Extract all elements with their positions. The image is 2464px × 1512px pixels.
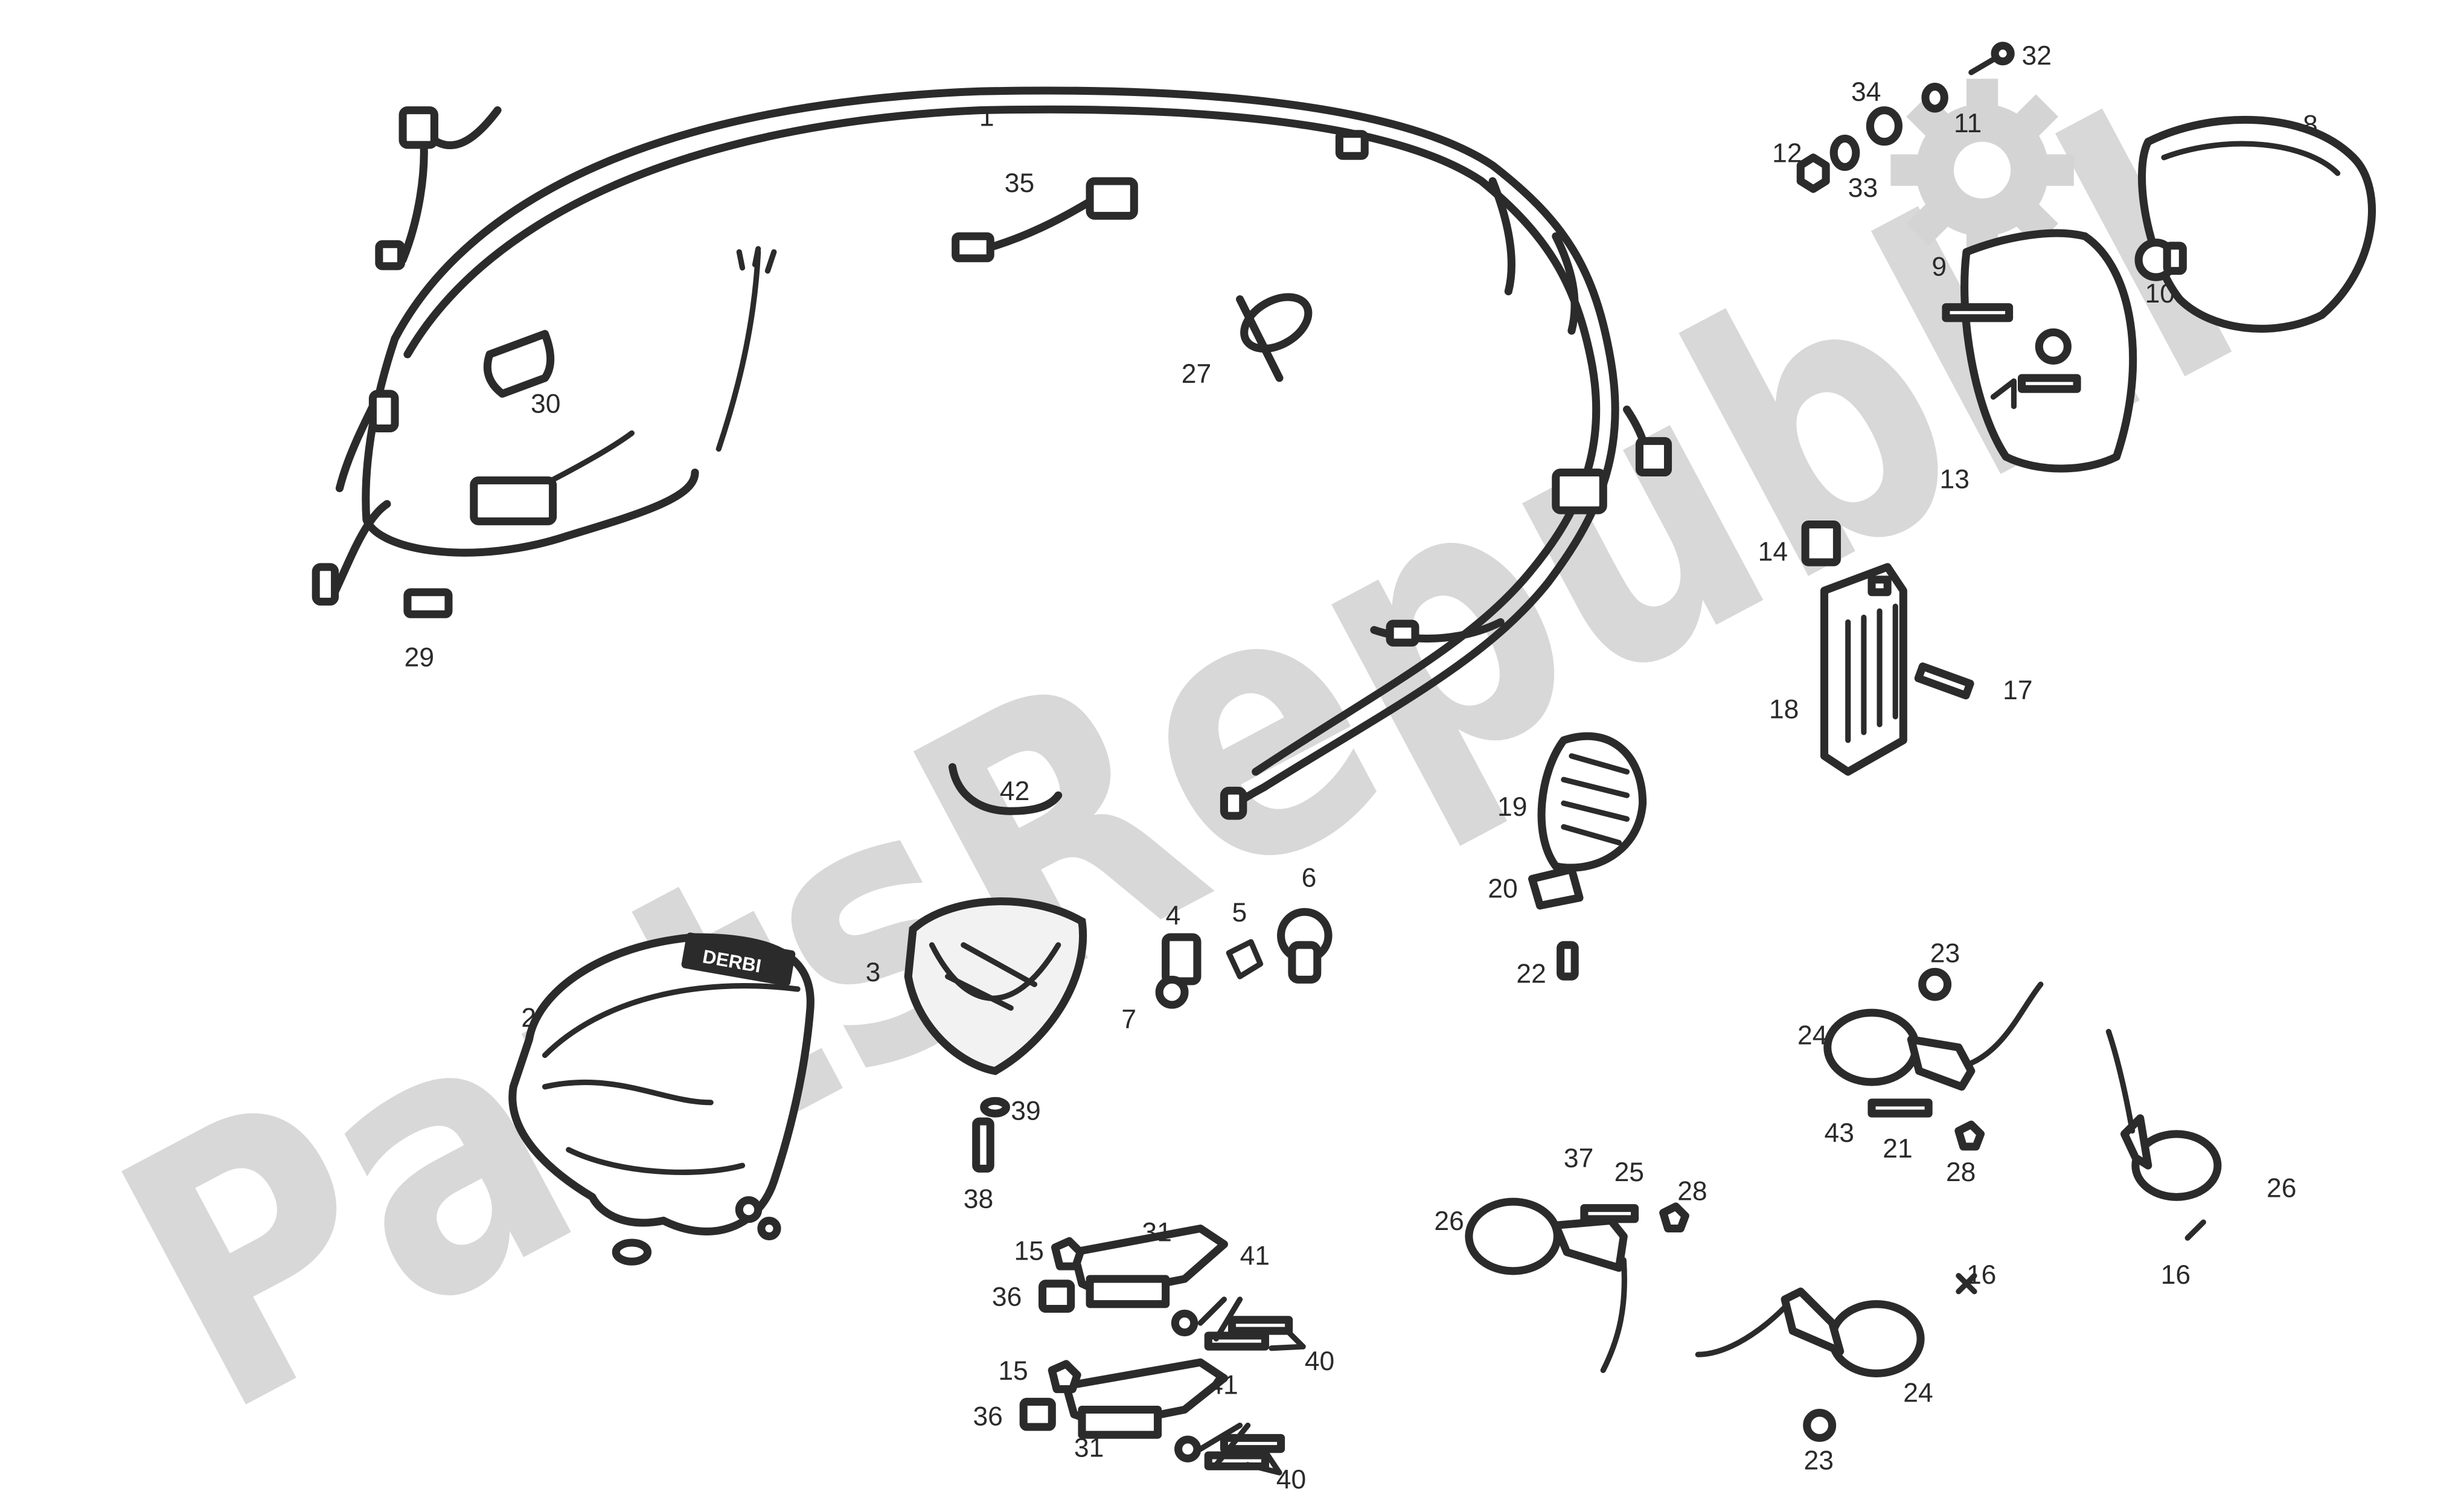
callout-40a: 40: [1305, 1347, 1334, 1376]
cable-tie-part: [1236, 293, 1313, 382]
callout-39: 39: [1011, 1097, 1040, 1126]
callout-16a: 16: [1966, 1260, 1996, 1290]
headlight-fairing-part: DERBI: [508, 932, 814, 1266]
callout-40b: 40: [1276, 1465, 1306, 1494]
callout-21: 21: [1883, 1134, 1912, 1164]
bulb-holder-part: [1155, 933, 1202, 1009]
callout-6: 6: [1302, 863, 1317, 893]
callout-24a: 24: [1797, 1020, 1827, 1050]
callout-37: 37: [1564, 1144, 1593, 1173]
callout-41a: 41: [1240, 1241, 1270, 1271]
tail-bulb-part: [2134, 239, 2187, 281]
mount-bracket-upper-part: [1070, 1224, 1228, 1309]
callout-15b: 15: [998, 1356, 1028, 1386]
callout-34: 34: [1851, 77, 1881, 107]
callout-4: 4: [1166, 901, 1181, 931]
callout-24b: 24: [1903, 1378, 1933, 1408]
callout-23a: 23: [1930, 939, 1960, 969]
callout-17: 17: [2003, 676, 2032, 705]
rubber-boot-part: [483, 330, 555, 398]
callout-35: 35: [1005, 168, 1034, 198]
callout-41b: 41: [1208, 1370, 1238, 1400]
callout-7: 7: [1121, 1005, 1136, 1034]
callout-36a: 36: [992, 1282, 1022, 1312]
callout-31b: 31: [1074, 1434, 1104, 1463]
nuts-15-36-part: [1019, 1237, 1084, 1431]
wiring-harness-part: [312, 86, 1672, 820]
callout-42: 42: [1000, 777, 1029, 806]
callout-20: 20: [1488, 874, 1517, 904]
turn-signal-front-left-part: [1465, 1197, 1628, 1373]
callout-33: 33: [1848, 173, 1878, 203]
callout-5: 5: [1232, 898, 1247, 927]
tail-light-housing-part: [1942, 229, 2137, 473]
callout-27: 27: [1182, 359, 1211, 389]
bolts-40-41-part: [1171, 1296, 1306, 1476]
callout-38: 38: [964, 1185, 993, 1214]
turn-signal-front-right-part: [1823, 981, 2044, 1091]
screw-part: [972, 1097, 1010, 1173]
tail-light-lens-part: [2138, 115, 2376, 333]
callout-2: 2: [521, 1004, 536, 1033]
callout-30: 30: [531, 389, 560, 418]
relay-box: [470, 476, 557, 525]
callout-11: 11: [1954, 109, 1982, 138]
callout-1: 1: [979, 103, 994, 132]
mount-bracket-lower-part: [1062, 1358, 1228, 1439]
callout-26a: 26: [1434, 1206, 1464, 1236]
callout-36b: 36: [973, 1402, 1002, 1432]
clip-nut-part: [1801, 521, 1841, 566]
bracket-part: [1528, 865, 1584, 910]
callout-14: 14: [1758, 537, 1788, 567]
clip-part: [1226, 939, 1264, 979]
headlight-lens-part: [904, 897, 1087, 1075]
callout-labels: 1 2 3 4 5 6 7 8 9 10 11 12 13 14 15 15 1…: [405, 41, 2318, 1494]
callout-9: 9: [1931, 252, 1947, 282]
callout-26b: 26: [2267, 1173, 2296, 1203]
hose-part: [948, 763, 1063, 815]
callout-16b: 16: [2161, 1260, 2190, 1290]
bolt-part: [1914, 662, 1974, 700]
callout-23b: 23: [1804, 1446, 1834, 1476]
callout-15a: 15: [1014, 1237, 1043, 1266]
horn-part: [1537, 732, 1647, 872]
turn-signal-rear-left-part: [1695, 1287, 1925, 1377]
callout-31a: 31: [1142, 1217, 1171, 1247]
screw-22-part: [1557, 941, 1579, 981]
callout-19: 19: [1497, 792, 1527, 822]
turn-signal-rear-right-part: [2105, 1028, 2222, 1201]
regulator-part: [1820, 563, 1907, 776]
callout-13: 13: [1939, 465, 1969, 495]
small-hardware-parts: [1796, 42, 2017, 409]
fuse-part: [403, 588, 453, 618]
callout-18: 18: [1769, 694, 1799, 724]
adapter-cable-part: [952, 177, 1138, 263]
callout-8: 8: [2303, 111, 2318, 140]
callout-28b: 28: [1946, 1158, 1976, 1187]
callout-10: 10: [2145, 279, 2175, 309]
callout-3: 3: [866, 958, 881, 987]
callout-29: 29: [405, 642, 434, 672]
callout-43: 43: [1825, 1118, 1854, 1148]
callout-22: 22: [1516, 959, 1546, 989]
callout-32: 32: [2022, 41, 2052, 71]
callout-28a: 28: [1677, 1177, 1707, 1206]
socket-part: [1277, 908, 1333, 984]
callout-25: 25: [1614, 1158, 1644, 1187]
callout-12: 12: [1772, 139, 1802, 168]
bulbs-and-screws-23-16-21-28-37-43: [1580, 967, 2206, 1442]
